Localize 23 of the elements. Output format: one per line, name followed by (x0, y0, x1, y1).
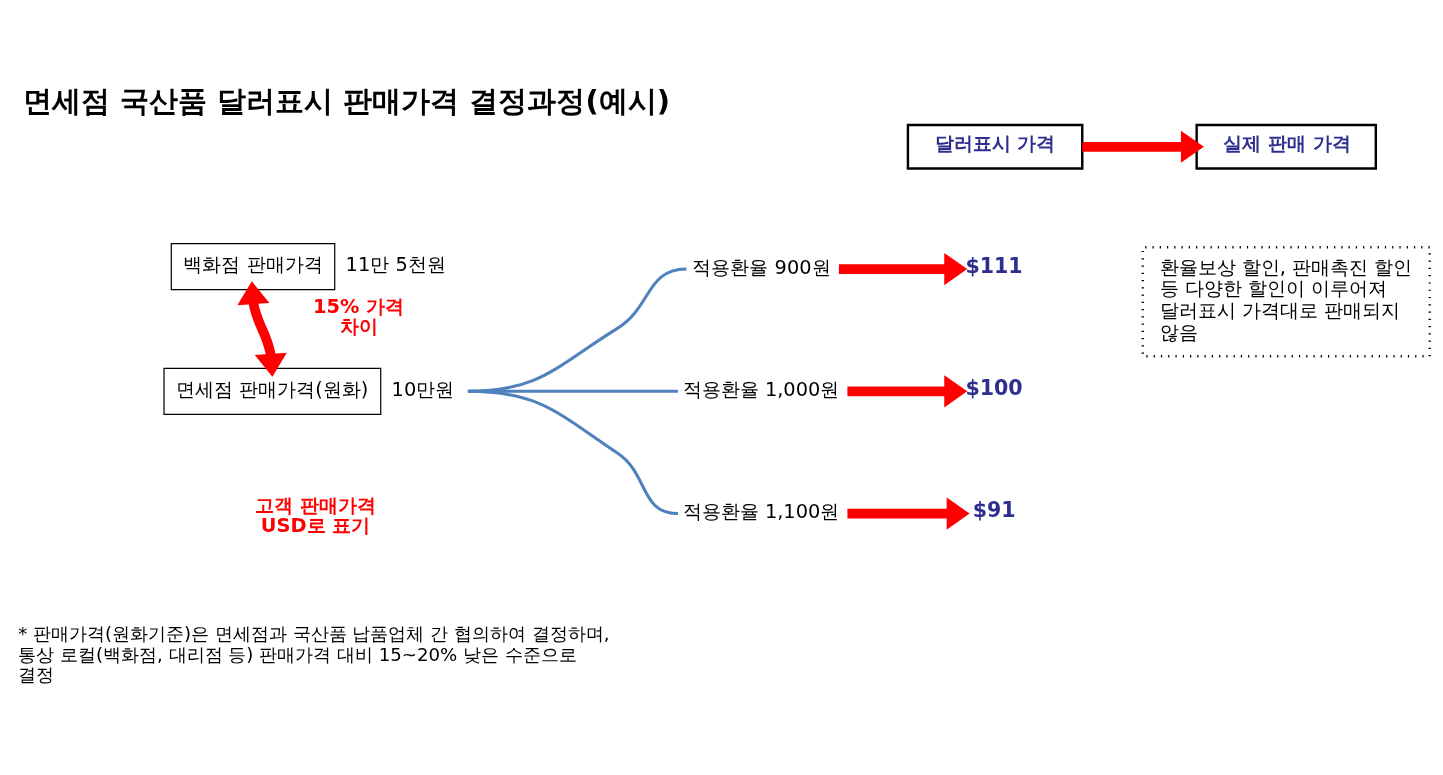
arrow (237, 280, 287, 377)
edge-label: 15% 가격 차이 (313, 294, 405, 338)
diagram-title: 면세점 국산품 달러표시 판매가격 결정과정(예시) (23, 83, 671, 118)
label: 고객 판매가격 USD로 표기 (254, 493, 376, 537)
arrow (1082, 130, 1204, 163)
node-label: 11만 5천원 (345, 252, 446, 276)
node-box: 백화점 판매가격 (170, 242, 336, 290)
node-text: 적용환율 1,100원 (682, 499, 840, 523)
node-text: $91 (972, 497, 1016, 522)
arrow (847, 497, 970, 530)
node-box: 실제 판매 가격 (1195, 123, 1378, 170)
label: * 판매가격(원화기준)은 면세점과 국산품 납품업체 간 협의하여 결정하며, 통상 로컬(백화점, 대리점 등) 판매가격 대비 15~20% 낮은 수준으로 결정 (18, 622, 610, 685)
node-text: $111 (965, 253, 1023, 278)
node-text: $100 (965, 375, 1023, 400)
node-text: 적용환율 900원 (692, 255, 831, 279)
connector (467, 389, 679, 515)
node-label: 10만원 (391, 377, 455, 401)
arrow (838, 252, 968, 285)
node-box: 환율보상 할인, 판매촉진 할인 등 다양한 할인이 이루어져 달러표시 가격대로 판매되지 않음 (1141, 245, 1431, 357)
node-box: 면세점 판매가격(원화) (163, 367, 382, 415)
node-text: 적용환율 1,000원 (682, 377, 840, 401)
node-box: 달러표시 가격 (906, 123, 1084, 170)
arrow (847, 374, 968, 407)
